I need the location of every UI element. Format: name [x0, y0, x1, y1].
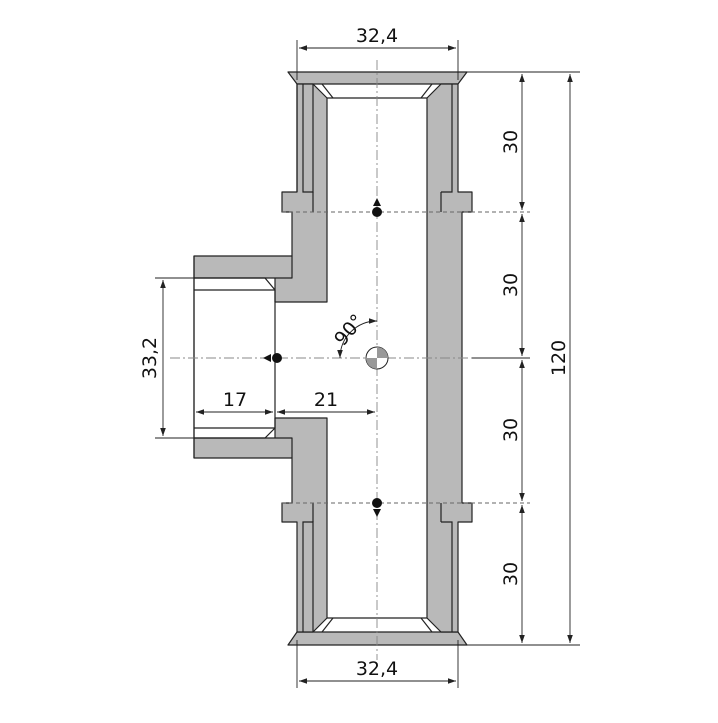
dimension-lines [155, 40, 580, 688]
dim-segment-1: 30 [500, 130, 522, 154]
socket-lines [193, 83, 453, 633]
center-mark [365, 346, 389, 370]
dim-branch-height: 33,2 [139, 337, 161, 379]
bottom-flare [287, 631, 468, 646]
dim-bottom-width: 32,4 [356, 658, 398, 680]
branch-wall-upper [193, 255, 293, 279]
dim-overall-height: 120 [548, 340, 570, 376]
branch-wall-lower [193, 437, 293, 459]
centerlines [170, 60, 530, 660]
top-flare [287, 71, 468, 85]
dim-top-width: 32,4 [356, 25, 398, 47]
dim-segment-4: 30 [500, 562, 522, 586]
dim-segment-3: 30 [500, 418, 522, 442]
fitting-body [193, 71, 473, 646]
dim-branch-depth: 17 [223, 389, 247, 411]
flow-markers [263, 198, 382, 517]
dim-angle: 90° [330, 310, 369, 350]
dim-branch-offset: 21 [314, 389, 338, 411]
dimension-labels: 32,4 32,4 17 21 33,2 90° 30 30 30 30 120 [139, 25, 570, 680]
left-wall-lower [274, 417, 328, 633]
dim-segment-2: 30 [500, 273, 522, 297]
